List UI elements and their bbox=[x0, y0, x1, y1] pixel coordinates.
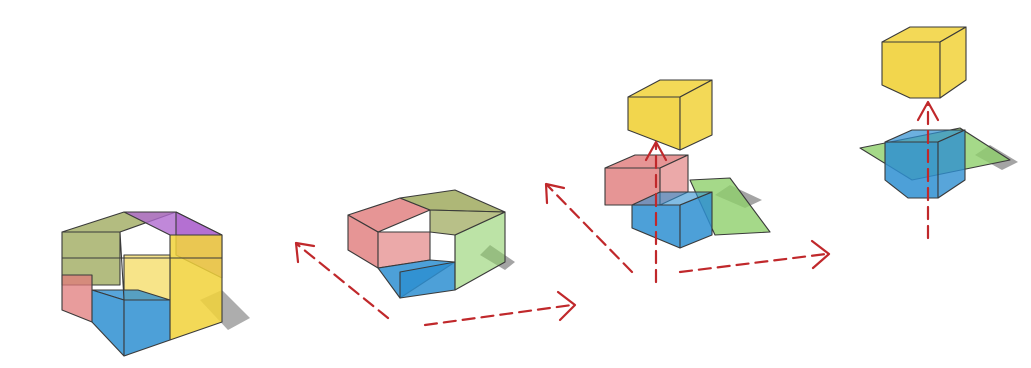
arrow-right-2 bbox=[678, 252, 828, 274]
stage-3-yellow-side bbox=[679, 79, 713, 151]
stage-4-yellow-side bbox=[939, 26, 967, 99]
arrow-up-left-2 bbox=[546, 184, 634, 274]
stage-2-slab bbox=[347, 189, 515, 299]
arrow-head bbox=[810, 239, 831, 270]
arrow-head bbox=[556, 290, 577, 322]
stage-4-blue-front bbox=[884, 141, 939, 199]
stage-1-blue-side bbox=[123, 299, 171, 357]
stage-1-red-front bbox=[61, 274, 93, 323]
stage-3-split bbox=[604, 79, 771, 249]
stage-3-yellow-front bbox=[627, 96, 681, 151]
arrow-up-left-1 bbox=[296, 243, 390, 320]
arrow-head bbox=[294, 241, 316, 264]
stage-1-assembled-cube bbox=[61, 211, 250, 357]
stage-1-blue-front bbox=[91, 289, 125, 357]
arrow-head bbox=[916, 100, 940, 122]
stage-4-yellow-front bbox=[881, 41, 941, 99]
stage-4-final bbox=[859, 26, 1018, 199]
stage-4-blue-side bbox=[937, 129, 966, 199]
stage-1-grid-line bbox=[119, 231, 125, 301]
arrow-head bbox=[644, 140, 668, 162]
stage-3-blue-top bbox=[631, 191, 713, 206]
stage-1-yellow-front bbox=[169, 234, 223, 341]
arrow-head bbox=[544, 182, 566, 205]
transition-arrows bbox=[294, 100, 940, 327]
arrow-right-1 bbox=[423, 303, 574, 327]
